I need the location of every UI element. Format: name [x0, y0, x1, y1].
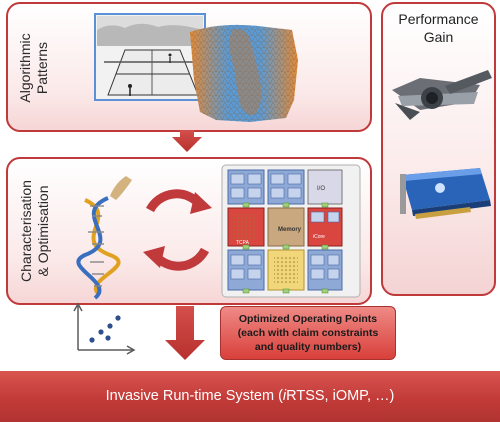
- down-arrow-1: [172, 130, 202, 152]
- ops-line-1: Optimized Operating Points: [238, 313, 378, 325]
- spacecraft-image: [392, 70, 492, 120]
- chip-tcpa-label: TCPA: [236, 240, 250, 246]
- runtime-system-bar: Invasive Run-time System (iRTSS, iOMP, ……: [0, 371, 500, 422]
- dna-helix-icon: [76, 176, 132, 300]
- chip-icore-label: iCore: [313, 234, 325, 240]
- chip-io-label: I/O: [317, 186, 325, 192]
- runtime-italic: i: [282, 388, 287, 404]
- ops-line-3: and quality numbers): [254, 341, 362, 353]
- cycle-arrowhead-2: [143, 246, 165, 268]
- multicore-chip-diagram: Memory I/O iCore TCPA: [221, 164, 361, 298]
- optimized-operating-points-box: Optimized Operating Points (each with cl…: [220, 306, 396, 360]
- chip-memory-label: Memory: [278, 227, 302, 233]
- runtime-prefix: Invasive Run-time System (: [105, 388, 283, 404]
- ops-line-2: (each with claim constraints: [237, 327, 379, 339]
- performance-gain-panel: [381, 2, 496, 296]
- scatter-plot-icon: [73, 302, 136, 355]
- runtime-suffix: RTSS, iOMP, …): [286, 388, 395, 404]
- accelerator-card-image: [400, 168, 491, 219]
- mesh-river-image: [190, 24, 298, 122]
- tennis-court-image: [94, 13, 206, 101]
- cycle-arrowhead-1: [190, 192, 212, 214]
- performance-gain-title: Performance Gain: [398, 11, 479, 45]
- down-arrow-2: [165, 306, 205, 360]
